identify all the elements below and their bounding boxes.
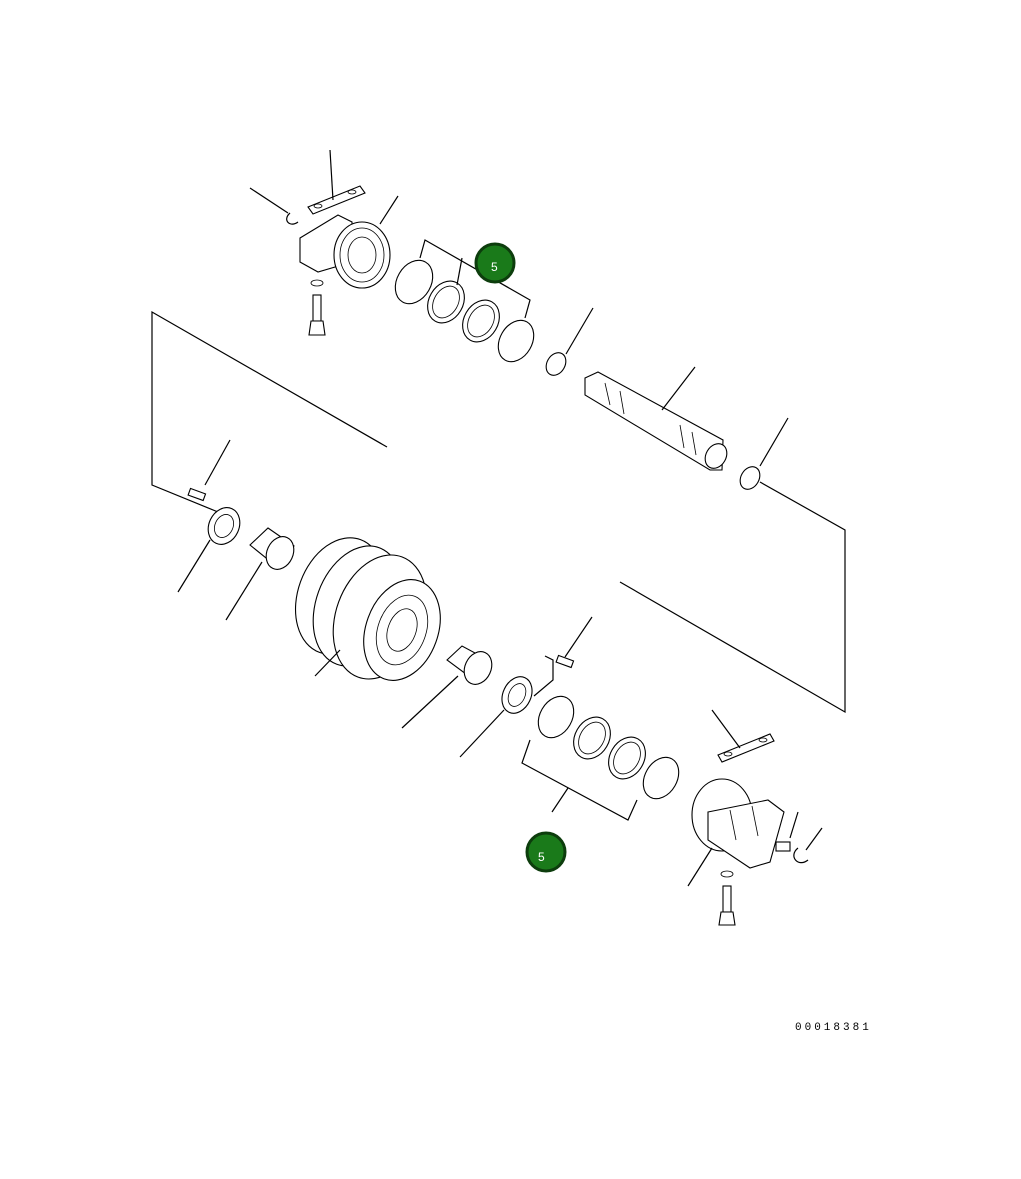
callout-badge-bottom[interactable]: 5 (525, 831, 567, 873)
left-bushing (225, 527, 295, 621)
left-thrust-ring (177, 507, 241, 593)
bottom-side-bolt (775, 811, 799, 852)
right-plug (739, 417, 789, 490)
callout-badge-top-circle (474, 242, 516, 284)
bottom-o-ring-2 (642, 756, 680, 800)
top-o-ring-2 (497, 319, 535, 363)
right-dowel-pin (533, 616, 593, 697)
bottom-seal-1 (573, 716, 611, 760)
track-roller (294, 537, 441, 681)
top-collar (299, 195, 399, 289)
bottom-bolt (718, 870, 736, 926)
guide-lines (151, 310, 846, 714)
callout-badge-bottom-circle (525, 831, 567, 873)
drawing-number: 00018381 (795, 1022, 872, 1034)
bottom-o-ring-1 (537, 695, 575, 739)
shaft (584, 366, 728, 471)
top-plug (545, 307, 594, 376)
top-snap-ring (249, 187, 299, 225)
top-seal-2 (462, 299, 500, 343)
right-thrust-ring (459, 676, 533, 758)
callout-badge-top[interactable]: 5 (474, 242, 516, 284)
left-dowel-pin (187, 439, 231, 502)
bottom-seal-bracket (521, 739, 638, 821)
bottom-seal-2 (608, 736, 646, 780)
callout-badge-top-label: 5 (491, 260, 498, 274)
callout-badge-bottom-label: 5 (538, 850, 545, 864)
top-seal-1 (427, 280, 465, 324)
bottom-snap-ring (793, 827, 823, 864)
top-lock-plate (307, 149, 366, 215)
bottom-collar (687, 778, 785, 887)
top-o-ring-1 (394, 259, 434, 305)
top-bolt (308, 279, 326, 336)
right-bushing (401, 645, 493, 729)
bottom-lock-plate (711, 709, 775, 763)
